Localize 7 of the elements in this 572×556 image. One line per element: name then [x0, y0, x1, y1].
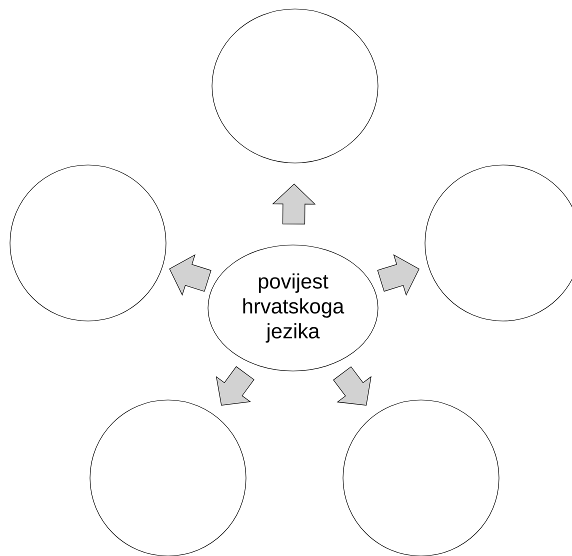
empty-circle [212, 8, 378, 164]
block-arrow [333, 366, 372, 406]
block-arrow [169, 254, 212, 296]
empty-circle [10, 164, 166, 322]
block-arrow [216, 366, 254, 406]
block-arrow [377, 254, 420, 296]
block-arrow [272, 184, 316, 224]
